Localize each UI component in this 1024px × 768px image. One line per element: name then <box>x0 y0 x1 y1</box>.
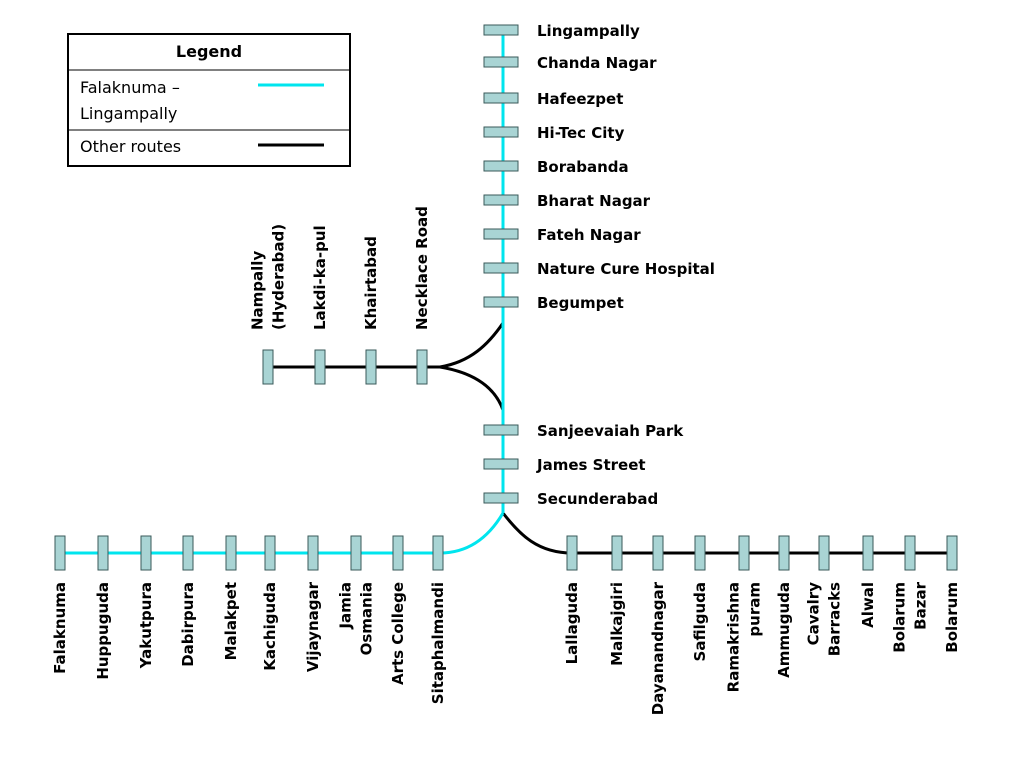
station-label-huppuguda: Huppuguda <box>94 582 112 680</box>
station-marker-borabanda <box>483 160 519 172</box>
station-marker-hafeezpet <box>483 92 519 104</box>
station-marker-alwal <box>862 535 874 571</box>
station-marker-bolarum <box>946 535 958 571</box>
station-marker-malkajgiri <box>611 535 623 571</box>
station-marker-fateh-nagar <box>483 228 519 240</box>
station-label-alwal: Alwal <box>859 582 877 628</box>
station-label-safilguda: Safilguda <box>691 582 709 661</box>
station-marker-kachiguda <box>264 535 276 571</box>
station-marker-ramakrishna-puram <box>738 535 750 571</box>
station-label-nature-cure-hospital: Nature Cure Hospital <box>537 260 715 278</box>
station-marker-bolarum-bazar <box>904 535 916 571</box>
station-marker-sitaphalmandi <box>432 535 444 571</box>
station-label-malkajgiri: Malkajgiri <box>608 582 626 666</box>
legend: Legend Falaknuma – Lingampally Other rou… <box>67 33 351 167</box>
station-label-dabirpura: Dabirpura <box>179 582 197 667</box>
station-marker-yakutpura <box>140 535 152 571</box>
station-marker-hi-tec-city <box>483 126 519 138</box>
station-label-ramakrishna-puram: puram <box>746 582 764 637</box>
station-label-bolarum-bazar: Bolarum <box>891 582 909 653</box>
station-marker-arts-college <box>392 535 404 571</box>
station-label-bolarum-bazar: Bazar <box>912 581 930 629</box>
legend-label-other-routes: Other routes <box>80 137 181 156</box>
station-marker-begumpet <box>483 296 519 308</box>
station-label-begumpet: Begumpet <box>537 294 624 312</box>
station-label-sitaphalmandi: Sitaphalmandi <box>429 582 447 704</box>
station-marker-bharat-nagar <box>483 194 519 206</box>
station-label-malakpet: Malakpet <box>222 582 240 660</box>
station-label-james-street: James Street <box>536 456 646 474</box>
station-label-ammuguda: Ammuguda <box>775 582 793 678</box>
station-label-bolarum: Bolarum <box>943 582 961 653</box>
station-marker-huppuguda <box>97 535 109 571</box>
station-label-jamia-osmania: Jamia <box>337 582 355 630</box>
station-label-hafeezpet: Hafeezpet <box>537 90 623 108</box>
station-marker-james-street <box>483 458 519 470</box>
station-label-yakutpura: Yakutpura <box>137 582 155 669</box>
station-label-bharat-nagar: Bharat Nagar <box>537 192 651 210</box>
station-label-chanda-nagar: Chanda Nagar <box>537 54 657 72</box>
track-begumpet-curve <box>439 322 505 369</box>
track-sanjeevaiah-curve <box>439 365 505 411</box>
station-marker-lallaguda <box>566 535 578 571</box>
station-label-jamia-osmania: Osmania <box>358 582 376 655</box>
station-marker-sanjeevaiah-park <box>483 424 519 436</box>
station-marker-safilguda <box>694 535 706 571</box>
legend-title: Legend <box>176 42 242 61</box>
station-label-falaknuma: Falaknuma <box>51 582 69 674</box>
station-label-cavalry-barracks: Cavalry <box>805 582 823 646</box>
station-marker-falaknuma <box>54 535 66 571</box>
station-label-sanjeevaiah-park: Sanjeevaiah Park <box>537 422 684 440</box>
legend-label-main-line: Falaknuma – Lingampally <box>80 78 185 123</box>
station-marker-dayanandnagar <box>652 535 664 571</box>
station-marker-nature-cure-hospital <box>483 262 519 274</box>
station-label-khairtabad: Khairtabad <box>362 236 380 330</box>
station-marker-secunderabad <box>483 492 519 504</box>
station-marker-chanda-nagar <box>483 56 519 68</box>
station-label-kachiguda: Kachiguda <box>261 582 279 671</box>
station-label-dayanandnagar: Dayanandnagar <box>649 581 667 715</box>
station-label-vijaynagar: Vijaynagar <box>304 581 322 672</box>
station-label-lingampally: Lingampally <box>537 22 640 40</box>
station-marker-dabirpura <box>182 535 194 571</box>
station-marker-cavalry-barracks <box>818 535 830 571</box>
station-label-nampally-hyderabad: Nampally <box>249 251 267 330</box>
station-marker-lakdi-ka-pul <box>314 349 326 385</box>
station-marker-vijaynagar <box>307 535 319 571</box>
station-label-lakdi-ka-pul: Lakdi-ka-pul <box>311 225 329 330</box>
station-label-arts-college: Arts College <box>389 582 407 685</box>
station-label-lallaguda: Lallaguda <box>563 582 581 664</box>
station-marker-necklace-road <box>416 349 428 385</box>
station-label-cavalry-barracks: Barracks <box>826 582 844 656</box>
station-label-ramakrishna-puram: Ramakrishna <box>725 582 743 692</box>
station-label-borabanda: Borabanda <box>537 158 629 176</box>
station-marker-malakpet <box>225 535 237 571</box>
station-label-necklace-road: Necklace Road <box>413 206 431 330</box>
station-label-hi-tec-city: Hi-Tec City <box>537 124 625 142</box>
station-label-fateh-nagar: Fateh Nagar <box>537 226 641 244</box>
station-marker-nampally-hyderabad <box>262 349 274 385</box>
station-marker-khairtabad <box>365 349 377 385</box>
station-marker-ammuguda <box>778 535 790 571</box>
station-marker-jamia-osmania <box>350 535 362 571</box>
station-label-nampally-hyderabad: (Hyderabad) <box>270 224 288 330</box>
station-label-secunderabad: Secunderabad <box>537 490 658 508</box>
station-marker-lingampally <box>483 24 519 36</box>
